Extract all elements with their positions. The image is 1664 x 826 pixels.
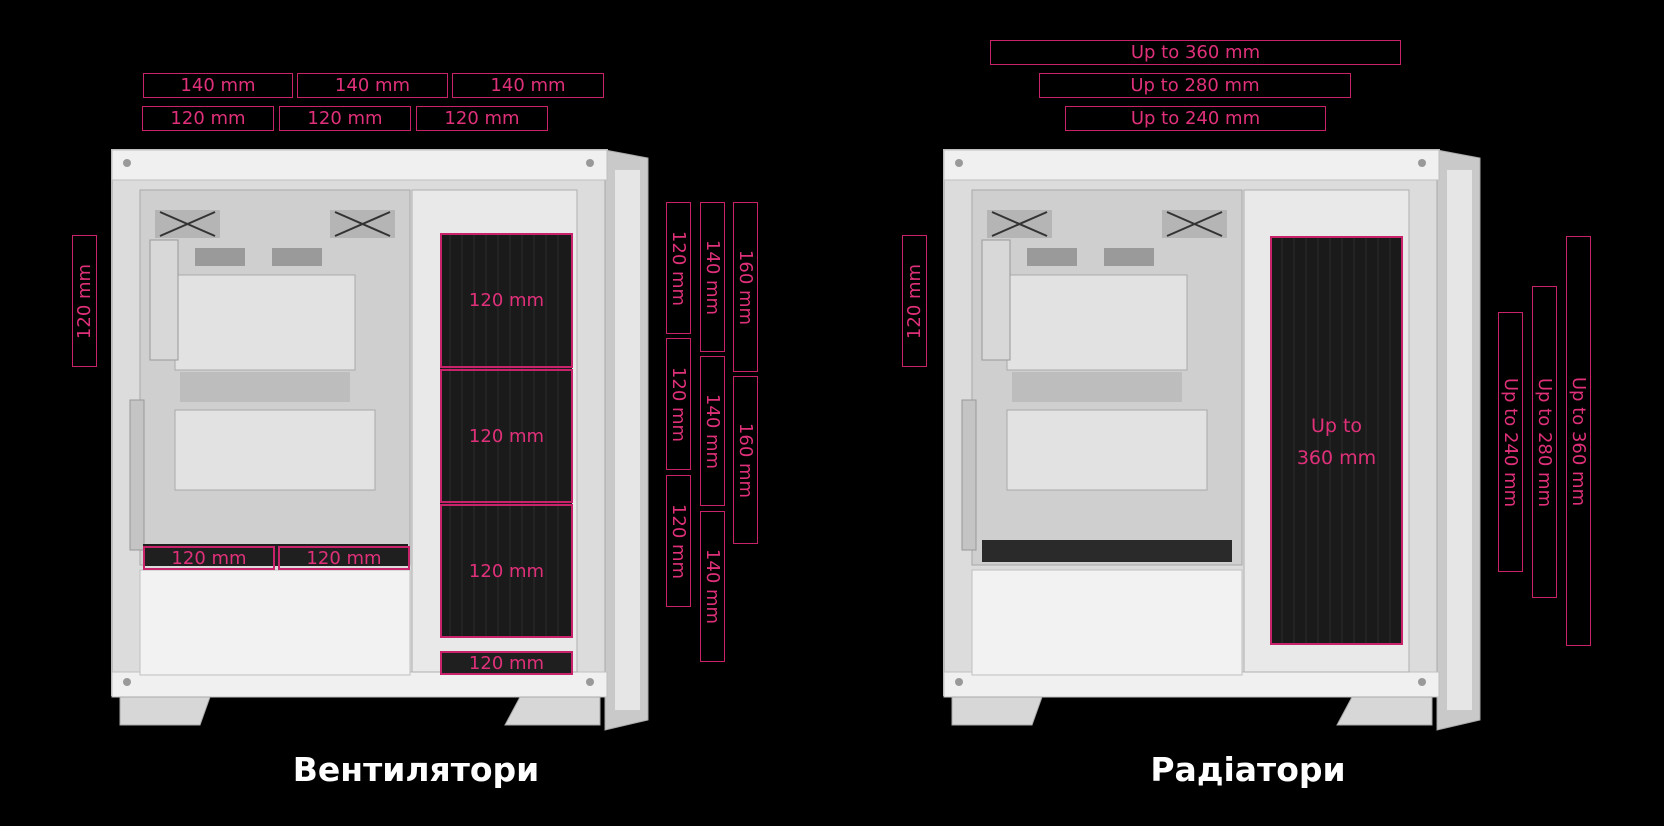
front-radiator-label: Up to 360 mm <box>1270 410 1403 474</box>
top-fan-140-label-1: 140 mm <box>143 73 293 98</box>
side-fan-140-label-2: 140 mm <box>700 356 725 506</box>
rear-fan-120-label: 120 mm <box>72 235 97 367</box>
front-radiator-slot <box>1270 236 1403 645</box>
radiators-panel: Up to 360 mm Up to 280 mm Up to 240 mm 1… <box>832 0 1664 826</box>
side-radiator-280-label: Up to 280 mm <box>1532 286 1557 598</box>
side-fan-160-label-1: 160 mm <box>733 202 758 372</box>
rear-radiator-120-label: 120 mm <box>902 235 927 367</box>
side-fan-160-label-2: 160 mm <box>733 376 758 544</box>
front-radiator-label-line1: Up to <box>1310 415 1363 437</box>
bottom-shroud-fan-slot-2: 120 mm <box>278 546 410 570</box>
front-fan-slot-1: 120 mm <box>440 233 573 368</box>
side-fan-140-label-1: 140 mm <box>700 202 725 352</box>
front-fan-slot-3: 120 mm <box>440 504 573 638</box>
side-radiator-360-label: Up to 360 mm <box>1566 236 1591 646</box>
bottom-shroud-fan-slot-1: 120 mm <box>143 546 275 570</box>
side-radiator-240-label: Up to 240 mm <box>1498 312 1523 572</box>
top-fan-140-label-2: 140 mm <box>297 73 448 98</box>
fans-caption: Вентилятори <box>292 750 540 789</box>
side-fan-120-label-3: 120 mm <box>666 475 691 607</box>
pc-case-illustration-fans <box>111 149 649 731</box>
top-fan-120-label-2: 120 mm <box>279 106 411 131</box>
top-fan-140-label-3: 140 mm <box>452 73 604 98</box>
top-radiator-240-label: Up to 240 mm <box>1065 106 1326 131</box>
top-radiator-360-label: Up to 360 mm <box>990 40 1401 65</box>
pc-case-illustration-radiators <box>943 149 1481 731</box>
side-fan-120-label-2: 120 mm <box>666 338 691 470</box>
fans-panel: 140 mm 140 mm 140 mm 120 mm 120 mm 120 m… <box>72 73 758 789</box>
top-radiator-280-label: Up to 280 mm <box>1039 73 1351 98</box>
bottom-front-fan-slot: 120 mm <box>440 651 573 675</box>
top-fan-120-label-1: 120 mm <box>142 106 274 131</box>
top-fan-120-label-3: 120 mm <box>416 106 548 131</box>
front-fan-slot-2: 120 mm <box>440 369 573 503</box>
radiators-caption: Радіатори <box>1150 750 1346 789</box>
front-radiator-label-line2: 360 mm <box>1296 447 1377 469</box>
side-fan-140-label-3: 140 mm <box>700 511 725 662</box>
side-fan-120-label-1: 120 mm <box>666 202 691 334</box>
